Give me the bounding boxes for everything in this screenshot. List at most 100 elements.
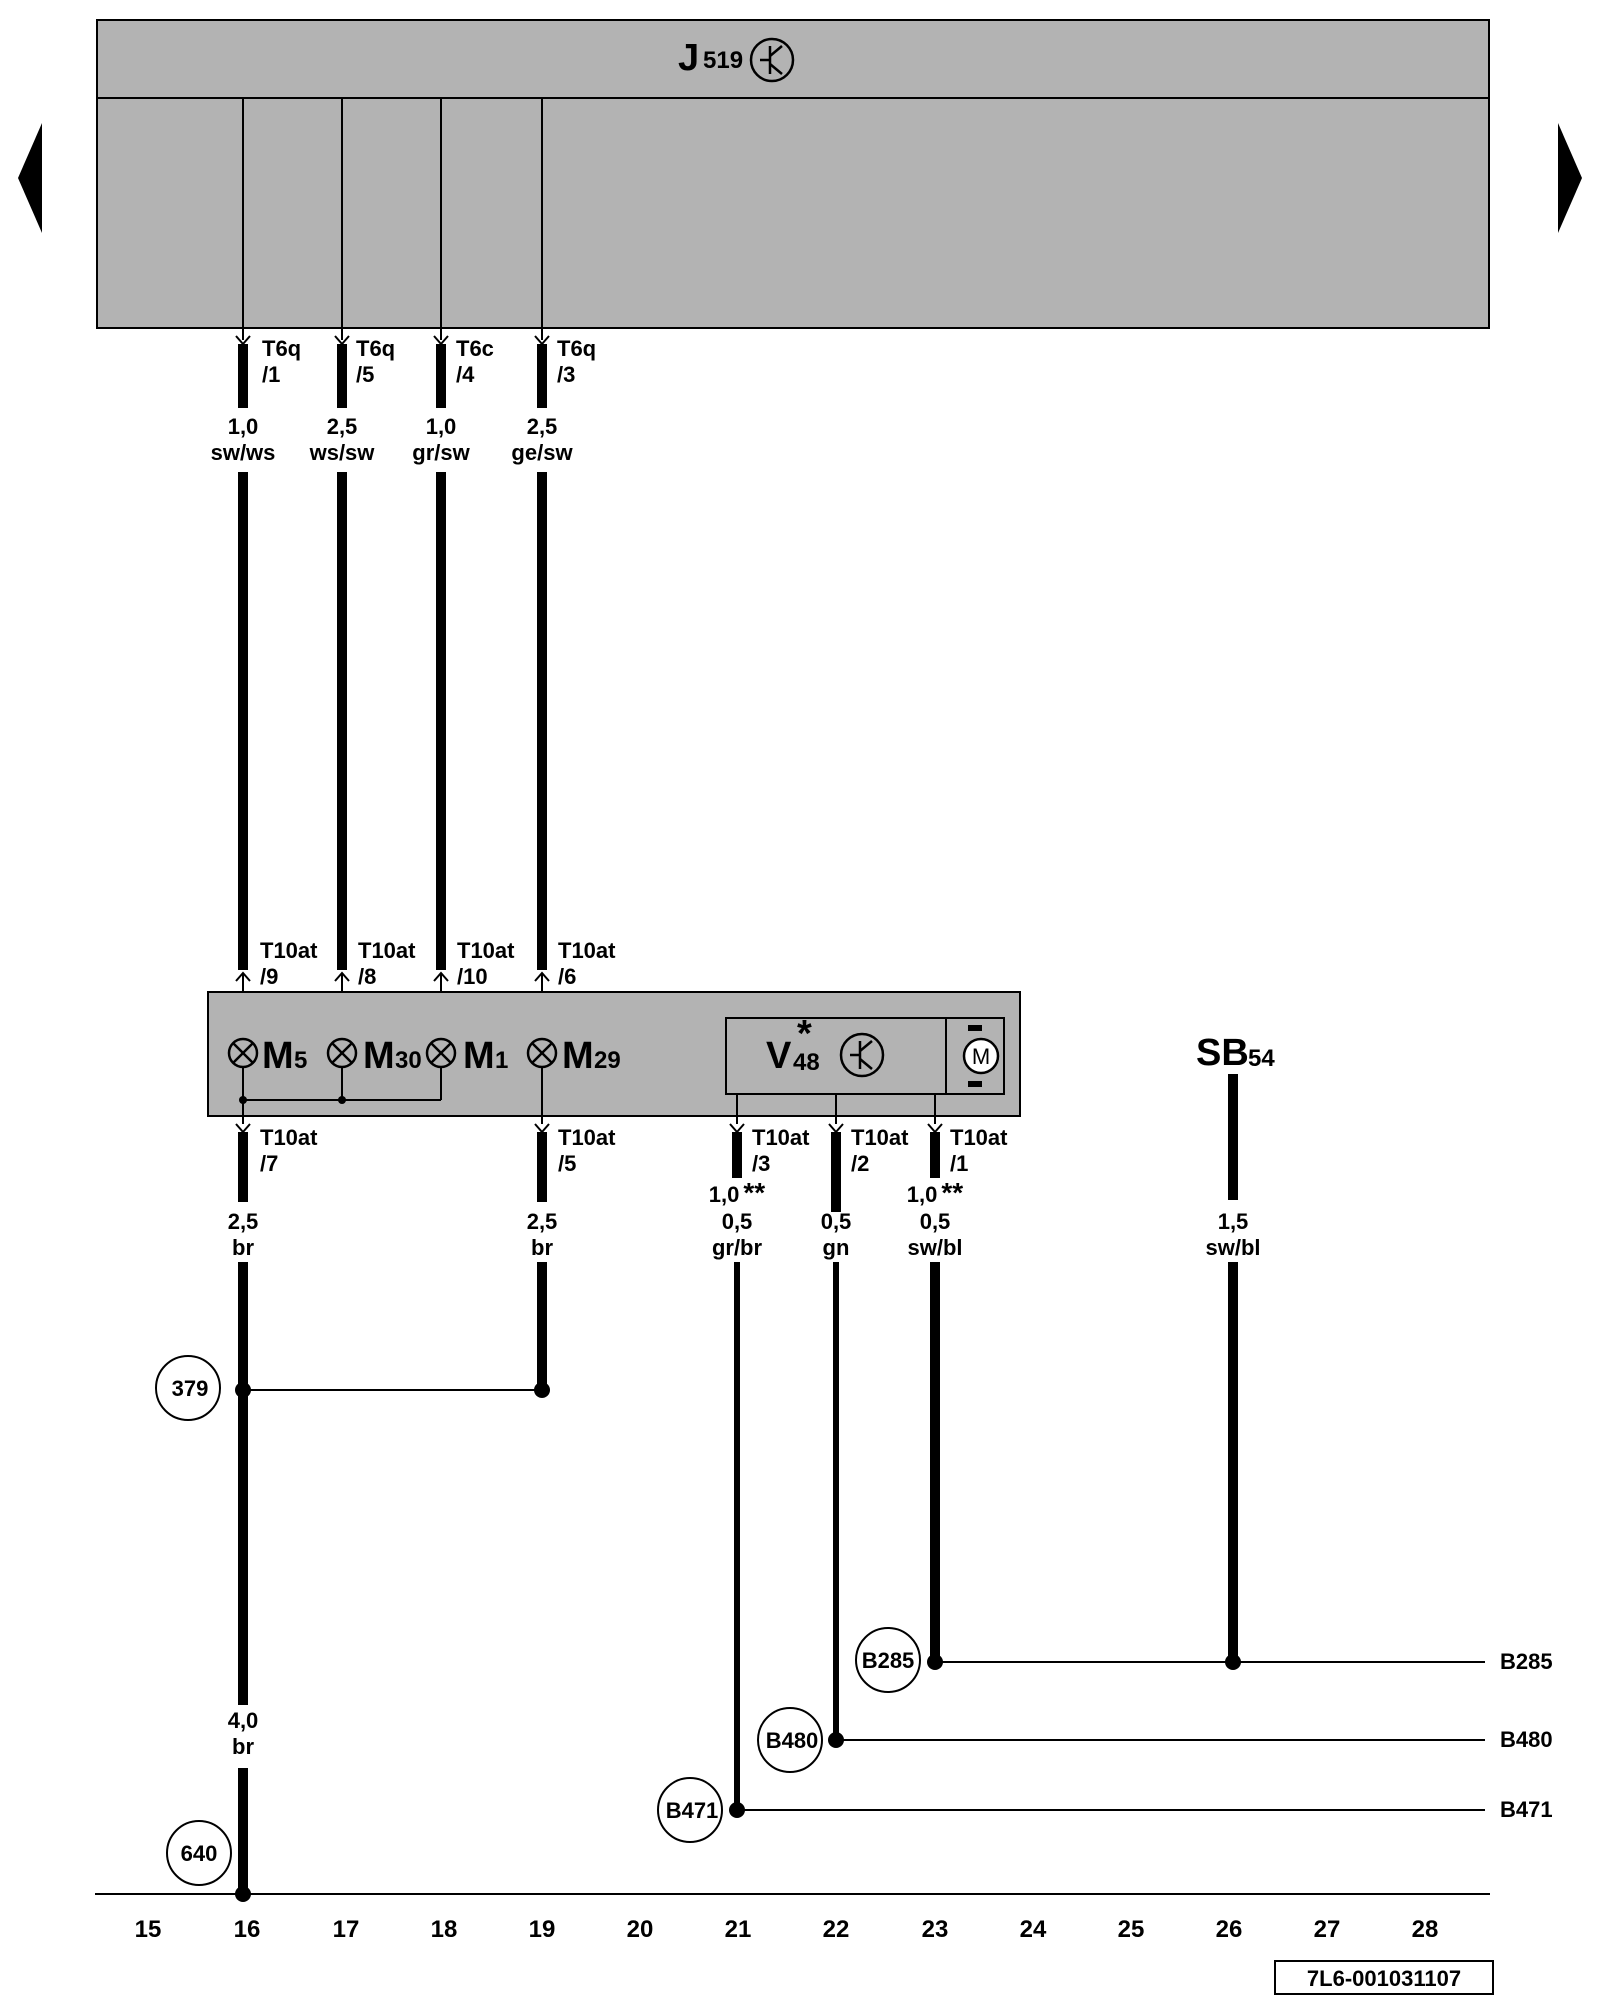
component-label-j519-sub: 519 [703, 47, 743, 74]
connection-point-b480: B480 [757, 1707, 823, 1773]
connection-point-379: 379 [155, 1355, 221, 1421]
column-number: 16 [234, 1916, 261, 1943]
column-number: 23 [922, 1916, 949, 1943]
connector-name: T6q [557, 336, 596, 361]
column-number: 18 [431, 1916, 458, 1943]
wire-size: 1,5 [1218, 1209, 1249, 1234]
electronic-module-icon [839, 1032, 885, 1078]
mid-connector-labels: T10at /9 T10at /8 T10at /10 T10at /6 [260, 938, 616, 989]
connector-pin: /3 [752, 1151, 770, 1176]
motor-symbol: M [972, 1044, 990, 1069]
connector-pin: /3 [557, 362, 575, 387]
connector-name: T10at [260, 1125, 318, 1150]
wire-size: 2,5 [327, 414, 358, 439]
connector-name: T10at [558, 1125, 616, 1150]
connector-name: T10at [752, 1125, 810, 1150]
column-number: 28 [1412, 1916, 1439, 1943]
fuse-label-main: SB [1196, 1032, 1249, 1074]
wire-size: 4,0 [228, 1708, 259, 1733]
point-label: B285 [862, 1648, 915, 1673]
output-labels: B285 B480 B471 [1500, 1649, 1553, 1822]
lamp-label-main: M [363, 1035, 395, 1077]
document-id: 7L6-001031107 [1307, 1966, 1461, 1991]
connector-name: T10at [558, 938, 616, 963]
wire-size: 0,5 [920, 1209, 951, 1234]
connector-pin: /4 [456, 362, 475, 387]
column-number: 26 [1216, 1916, 1243, 1943]
connection-point-labels: 379 640 B285 B480 B471 [155, 1355, 921, 1886]
motor-label-mark: * [797, 1013, 812, 1055]
lamp-m29: M 29 [526, 1035, 621, 1077]
wire-color: sw/bl [907, 1235, 962, 1260]
wire-color: br [531, 1235, 553, 1260]
wire-size: 2,5 [527, 414, 558, 439]
column-number: 15 [135, 1916, 162, 1943]
connector-name: T6q [356, 336, 395, 361]
lower-wires [95, 1074, 1490, 1895]
lamp-m30: M 30 [326, 1035, 422, 1077]
previous-page-arrow-icon[interactable] [18, 123, 42, 233]
upper-wires [238, 98, 547, 992]
lamp-label-main: M [262, 1035, 294, 1077]
connector-pin: /1 [262, 362, 280, 387]
connection-point-b285: B285 [855, 1627, 921, 1693]
column-number: 19 [529, 1916, 556, 1943]
column-numbers: 15 16 17 18 19 20 21 22 23 24 25 26 27 2… [135, 1916, 1439, 1943]
point-label: 379 [172, 1376, 209, 1401]
wire-color: ge/sw [511, 440, 573, 465]
wire-color: gn [823, 1235, 850, 1260]
column-number: 24 [1020, 1916, 1047, 1943]
wire-color: gr/sw [412, 440, 470, 465]
top-connector-labels: T6q /1 T6q /5 T6c /4 T6q /3 [262, 336, 596, 387]
lower-wire-labels: 1,0** 1,0** 2,5 br 2,5 br 0,5 gr/br 0,5 … [228, 1177, 1261, 1759]
point-label: 640 [181, 1841, 218, 1866]
alt-wire-size: 1,0** [907, 1177, 963, 1208]
connector-pin: /5 [558, 1151, 576, 1176]
connection-point-640: 640 [166, 1820, 232, 1886]
lamp-label-sub: 5 [294, 1047, 307, 1074]
wire-size: 1,0 [228, 414, 259, 439]
connection-point-b471: B471 [657, 1777, 723, 1843]
connector-pin: /5 [356, 362, 374, 387]
top-wire-labels: 1,0 sw/ws 2,5 ws/sw 1,0 gr/sw 2,5 ge/sw [211, 414, 574, 465]
wire-color: br [232, 1235, 254, 1260]
document-id-box: 7L6-001031107 [1274, 1960, 1494, 1995]
output-label-b471: B471 [1500, 1797, 1553, 1822]
point-label: B471 [666, 1798, 719, 1823]
lamp-label-sub: 30 [395, 1047, 422, 1074]
wire-color: sw/ws [211, 440, 276, 465]
connector-pin: /10 [457, 964, 488, 989]
connector-marks [235, 335, 943, 1134]
motor-label-main: V [766, 1035, 792, 1077]
component-label-j519-main: J [678, 37, 699, 79]
connector-pin: /1 [950, 1151, 968, 1176]
wire-color: ws/sw [309, 440, 376, 465]
next-page-arrow-icon[interactable] [1558, 123, 1582, 233]
connector-name: T6q [262, 336, 301, 361]
fuse-sb54: SB 54 [1196, 1032, 1275, 1074]
connector-name: T6c [456, 336, 494, 361]
wire-color: sw/bl [1205, 1235, 1260, 1260]
column-number: 17 [333, 1916, 360, 1943]
wire-size: 1,0 [426, 414, 457, 439]
motor-icon: M [962, 1025, 1000, 1087]
wire-color: gr/br [712, 1235, 763, 1260]
column-number: 22 [823, 1916, 850, 1943]
output-label-b285: B285 [1500, 1649, 1553, 1674]
lamp-label-main: M [463, 1035, 495, 1077]
lamp-label-sub: 1 [495, 1047, 508, 1074]
column-number: 25 [1118, 1916, 1145, 1943]
motor-v48: V 48 * M [725, 1013, 1005, 1124]
column-number: 20 [627, 1916, 654, 1943]
connector-pin: /7 [260, 1151, 278, 1176]
connector-pin: /6 [558, 964, 576, 989]
wire-size: 0,5 [821, 1209, 852, 1234]
control-unit-j519: J 519 [96, 19, 1490, 329]
column-number: 27 [1314, 1916, 1341, 1943]
electronic-module-icon [749, 37, 795, 83]
output-label-b480: B480 [1500, 1727, 1553, 1752]
wire-size: 2,5 [228, 1209, 259, 1234]
wire-size: 2,5 [527, 1209, 558, 1234]
fuse-label-sub: 54 [1248, 1045, 1275, 1072]
wire-color: br [232, 1734, 254, 1759]
